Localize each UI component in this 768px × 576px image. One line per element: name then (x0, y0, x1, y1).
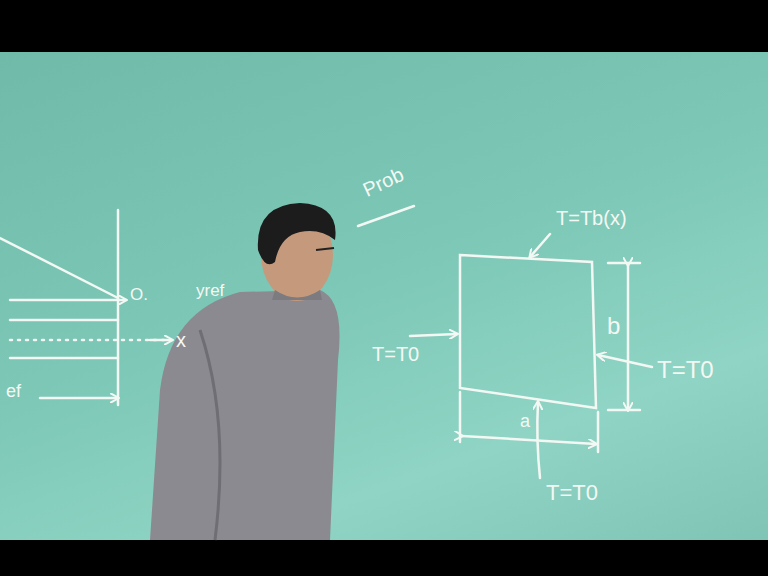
x-arrow (150, 339, 172, 342)
axis-label: yref (196, 282, 224, 299)
boundary-label: T=Tb(x) (556, 208, 627, 228)
dimension-label: a (520, 412, 530, 430)
lecturer (150, 203, 340, 540)
axis-label: x (176, 330, 186, 350)
ref-arrow (40, 397, 118, 400)
slanted-line (0, 238, 118, 298)
tick (597, 412, 600, 452)
tick (459, 392, 462, 442)
leader-arrow (410, 334, 457, 336)
boundary-label: T=T0 (372, 344, 419, 364)
vertical-axis (117, 210, 120, 405)
plate-edge (10, 319, 118, 322)
tick (608, 262, 640, 265)
dimension-line (462, 436, 596, 444)
axis-label: ef (6, 382, 21, 400)
leader-arrow (598, 355, 652, 367)
plate-rectangle (460, 255, 596, 408)
boundary-label: T=T0 (546, 482, 598, 504)
origin-label: O. (130, 286, 148, 303)
underline (358, 206, 414, 226)
centre-line (10, 339, 170, 342)
arrow-line (10, 299, 126, 302)
leader-arrow (537, 402, 540, 478)
dimension-label: b (607, 314, 620, 338)
plate-edge (10, 357, 118, 360)
tick (608, 409, 640, 412)
leader-arrow (530, 234, 550, 257)
boundary-label: T=T0 (657, 358, 714, 382)
dimension-line (627, 265, 630, 410)
